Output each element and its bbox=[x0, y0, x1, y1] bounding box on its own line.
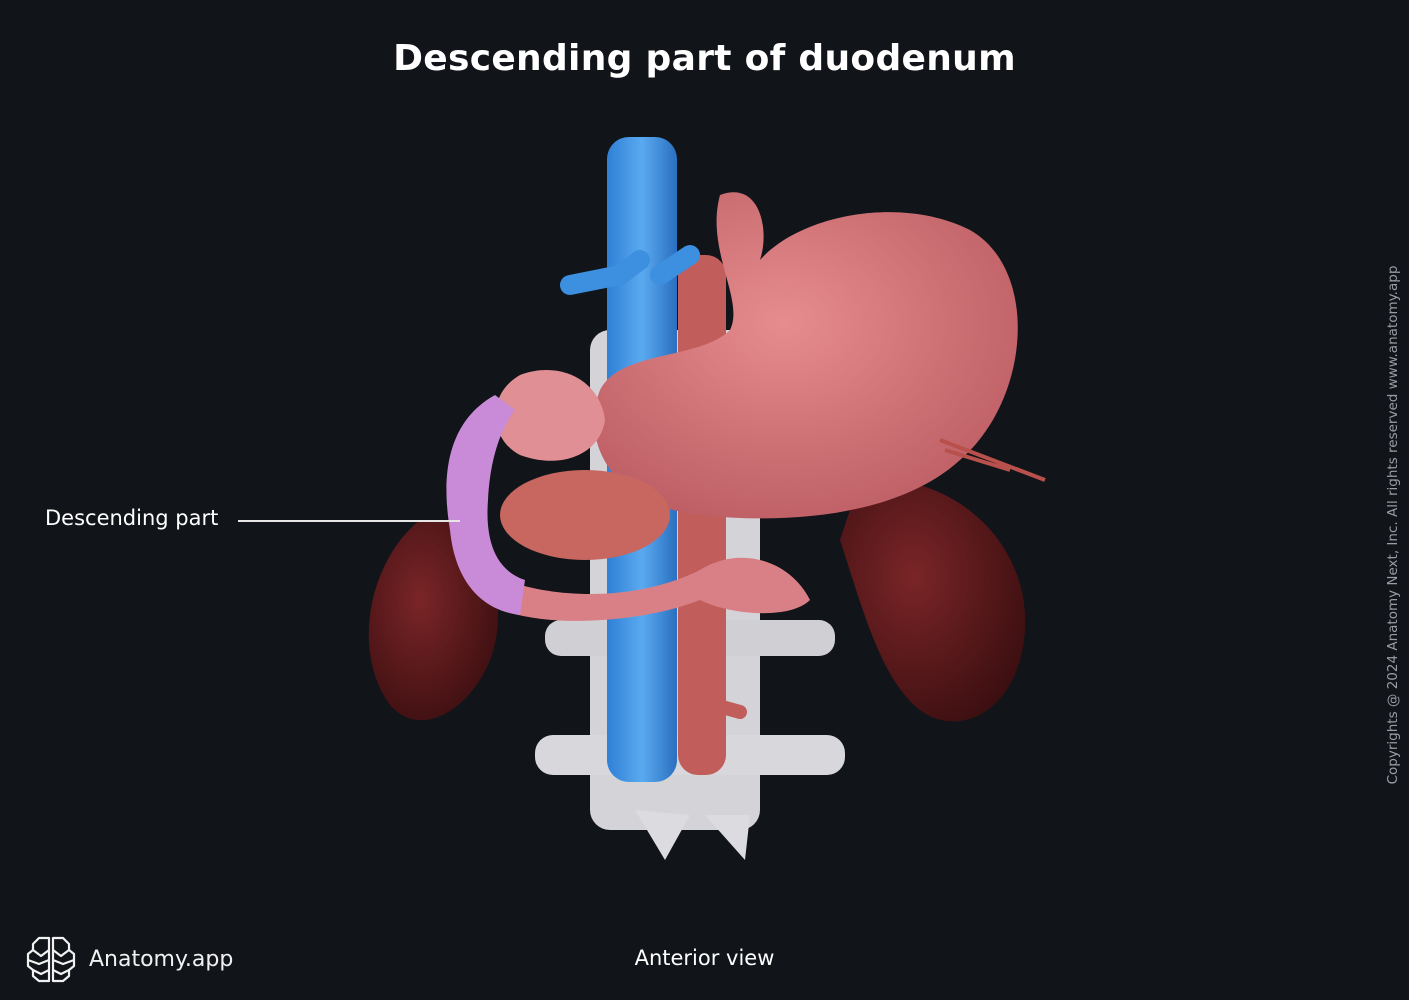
view-caption: Anterior view bbox=[634, 946, 775, 970]
label-leader-line bbox=[238, 520, 460, 522]
pancreas-head bbox=[500, 470, 670, 560]
brain-icon bbox=[26, 936, 76, 983]
brand-logo[interactable]: Anatomy.app bbox=[25, 934, 233, 984]
left-kidney bbox=[840, 479, 1026, 722]
stomach bbox=[594, 192, 1046, 519]
duodenum bbox=[495, 370, 810, 621]
copyright-notice: Copyrights @ 2024 Anatomy Next, Inc. All… bbox=[1385, 265, 1401, 785]
descending-part-duodenum bbox=[446, 395, 525, 615]
page-title: Descending part of duodenum bbox=[393, 38, 1016, 79]
brand-name: Anatomy.app bbox=[89, 946, 234, 972]
label-descending-part: Descending part bbox=[45, 506, 219, 530]
